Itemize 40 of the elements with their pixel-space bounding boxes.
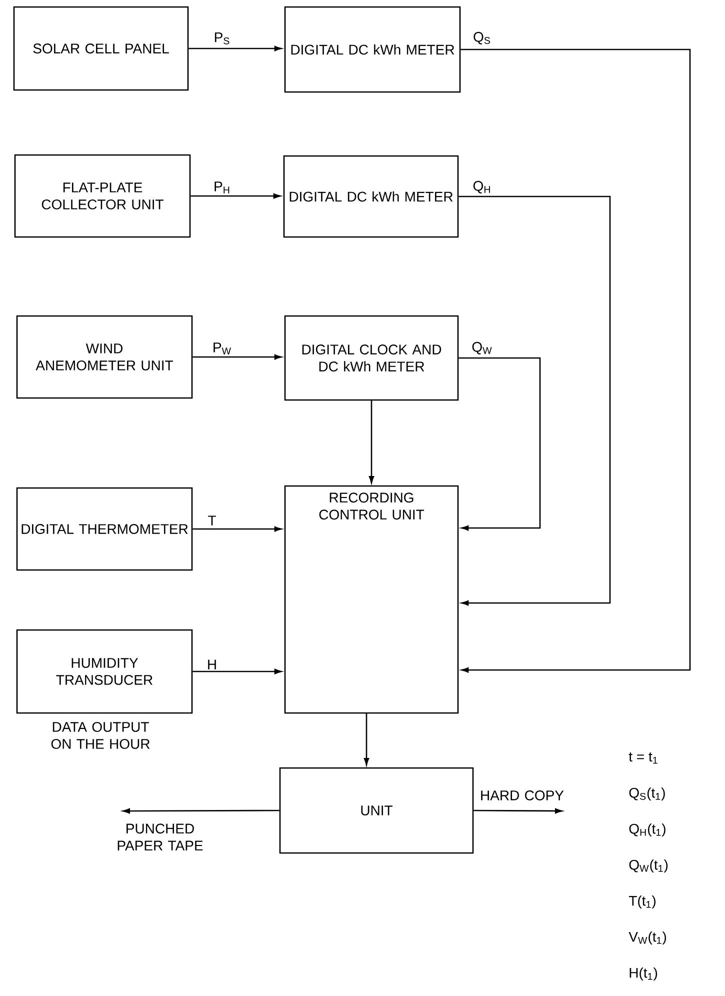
note: Q$_{W}$(t$_{1}$) — [629, 859, 668, 873]
arrow — [122, 808, 280, 814]
arrow — [192, 354, 282, 360]
edge-label: Q$_{S}$ — [474, 32, 490, 44]
arrow — [192, 526, 282, 532]
edge-label: PUNCHED PAPER TAPE — [118, 824, 203, 850]
process-box: WIND ANEMOMETER UNIT — [16, 315, 193, 399]
edge-label: P$_{H}$ — [214, 182, 230, 194]
arrow — [190, 193, 281, 199]
edge-label: H — [208, 660, 216, 670]
process-box: DIGITAL CLOCK AND DC kWh METER — [284, 315, 459, 401]
note: t = t$_{1}$ — [628, 752, 658, 764]
note: V$_{W}$(t$_{1}$) — [628, 931, 666, 945]
arrow — [458, 196, 611, 606]
process-box: DIGITAL DC kWh METER — [283, 155, 459, 238]
process-box: HUMIDITY TRANSDUCER — [16, 629, 193, 714]
process-box: FLAT-PLATE COLLECTOR UNIT — [14, 154, 191, 238]
note: Q$_{S}$(t$_{1}$) — [629, 787, 665, 801]
note: Q$_{H}$(t$_{1}$) — [629, 823, 666, 837]
process-box: UNIT — [279, 767, 474, 854]
edge-label: P$_{S}$ — [214, 32, 230, 44]
process-box: SOLAR CELL PANEL — [13, 6, 189, 91]
edge-label: HARD COPY — [481, 790, 564, 800]
arrow — [474, 808, 562, 814]
edge-label: Q$_{H}$ — [473, 180, 490, 194]
process-box: DIGITAL DC kWh METER — [284, 6, 461, 93]
process-box: RECORDING CONTROL UNIT — [284, 485, 459, 714]
process-box: DIGITAL THERMOMETER — [16, 487, 193, 571]
edge-label: P$_{W}$ — [214, 342, 232, 354]
arrow — [368, 400, 374, 484]
arrow — [460, 48, 691, 673]
node-label: DATA OUTPUT ON THE HOUR — [51, 722, 150, 749]
arrow — [364, 713, 370, 766]
note: H(t$_{1}$) — [630, 967, 658, 981]
arrow — [192, 668, 282, 674]
edge-label: Q$_{W}$ — [472, 342, 492, 354]
arrow — [458, 357, 541, 531]
edge-label: T — [208, 516, 216, 526]
note: T(t$_{1}$) — [628, 895, 656, 909]
arrow — [188, 46, 282, 52]
